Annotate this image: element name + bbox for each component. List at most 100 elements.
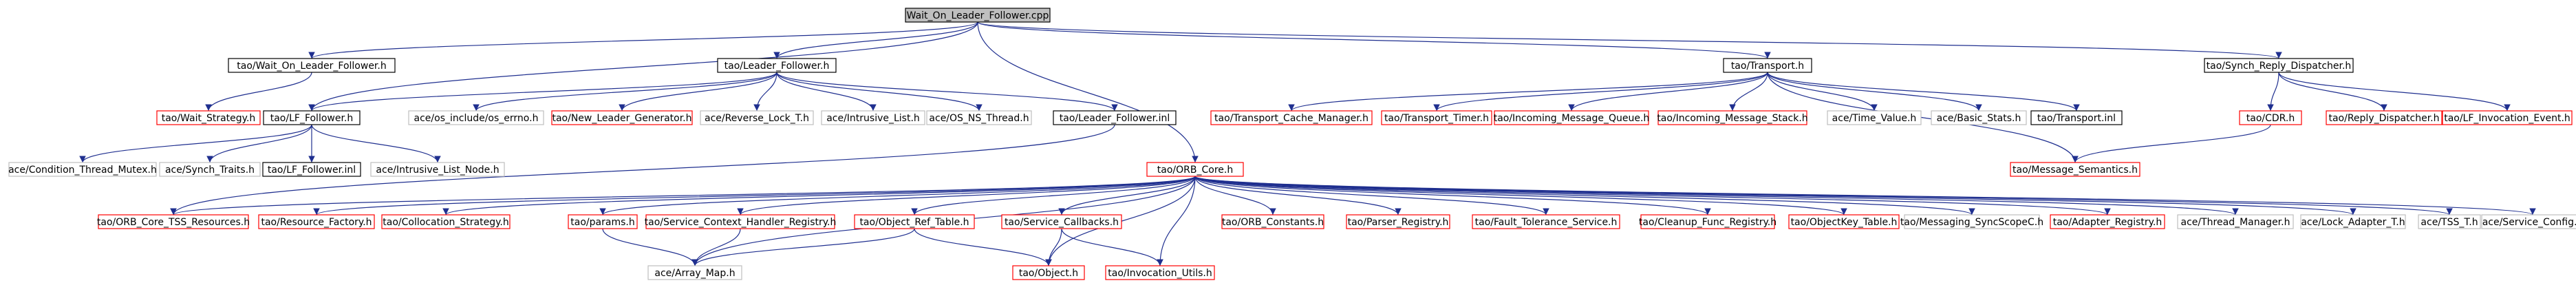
node-lf_invocation_event[interactable]: tao/LF_Invocation_Event.h <box>2442 110 2573 125</box>
edge-wolf_h-to-wait_strategy <box>205 72 312 112</box>
node-label: ace/Synch_Traits.h <box>165 165 255 176</box>
node-box <box>1640 214 1775 229</box>
edge-srd_h-to-lf_invocation_event <box>2278 72 2511 112</box>
node-label: tao/Incoming_Message_Queue.h <box>1494 113 1650 124</box>
edge-orb_core-to-resource_factory <box>313 176 1196 216</box>
node-box <box>156 110 261 125</box>
node-box <box>228 58 396 73</box>
node-transport_inl[interactable]: tao/Transport.inl <box>2030 110 2123 125</box>
edge-orb_core-to-orb_constants <box>1194 176 1276 216</box>
node-object_h[interactable]: tao/Object.h <box>1012 265 1085 280</box>
node-os_ns_thread[interactable]: ace/OS_NS_Thread.h <box>926 110 1032 125</box>
node-label: tao/LF_Follower.h <box>270 113 354 124</box>
node-synch_traits[interactable]: ace/Synch_Traits.h <box>159 162 261 177</box>
node-box <box>1472 214 1620 229</box>
node-objectkey_table[interactable]: tao/ObjectKey_Table.h <box>1788 214 1900 229</box>
node-wait_strategy[interactable]: tao/Wait_Strategy.h <box>156 110 261 125</box>
node-lf_inl[interactable]: tao/Leader_Follower.inl <box>1053 110 1177 125</box>
edge-transport_h-to-incoming_msg_stack <box>1729 72 1768 112</box>
node-lock_adapter[interactable]: ace/Lock_Adapter_T.h <box>2300 214 2406 229</box>
edge-orb_core-to-invocation_utils <box>1157 176 1196 266</box>
edge-root-to-srd_h <box>977 21 2282 59</box>
node-incoming_msg_queue[interactable]: tao/Incoming_Message_Queue.h <box>1494 110 1650 125</box>
node-lf_follower_inl[interactable]: tao/LF_Follower.inl <box>262 162 361 177</box>
node-lf_h[interactable]: tao/Leader_Follower.h <box>717 58 837 73</box>
node-fault_tolerance[interactable]: tao/Fault_Tolerance_Service.h <box>1472 214 1620 229</box>
node-label: tao/Transport_Cache_Manager.h <box>1214 113 1368 124</box>
node-label: tao/New_Leader_Generator.h <box>552 113 691 124</box>
node-parser_registry[interactable]: tao/Parser_Registry.h <box>1346 214 1450 229</box>
node-intrusive_list_node[interactable]: ace/Intrusive_List_Node.h <box>370 162 505 177</box>
node-box <box>1105 265 1215 280</box>
node-reverse_lock[interactable]: ace/Reverse_Lock_T.h <box>700 110 814 125</box>
node-params[interactable]: tao/params.h <box>568 214 638 229</box>
node-collocation_strategy[interactable]: tao/Collocation_Strategy.h <box>381 214 511 229</box>
node-box <box>1346 214 1450 229</box>
node-cleanup_func_reg[interactable]: tao/Cleanup_Func_Registry.h <box>1639 214 1777 229</box>
node-box <box>2300 214 2406 229</box>
node-tss_t[interactable]: ace/TSS_T.h <box>2418 214 2481 229</box>
node-box <box>381 214 511 229</box>
node-basic_stats[interactable]: ace/Basic_Stats.h <box>1931 110 2027 125</box>
node-reply_dispatcher[interactable]: tao/Reply_Dispatcher.h <box>2326 110 2443 125</box>
node-messaging_syncscope[interactable]: tao/Messaging_SyncScopeC.h <box>1900 214 2043 229</box>
node-label: ace/Condition_Thread_Mutex.h <box>8 165 157 176</box>
node-box <box>926 110 1032 125</box>
node-box <box>2442 110 2573 125</box>
node-label: tao/LF_Invocation_Event.h <box>2444 113 2570 124</box>
node-box <box>1146 162 1244 177</box>
node-orb_core_tss[interactable]: tao/ORB_Core_TSS_Resources.h <box>97 214 250 229</box>
edge-lf_follower_h-to-synch_traits <box>206 124 312 163</box>
node-svc_ctx_handler_reg[interactable]: tao/Service_Context_Handler_Registry.h <box>645 214 837 229</box>
node-orb_core[interactable]: tao/ORB_Core.h <box>1146 162 1244 177</box>
node-box <box>821 110 925 125</box>
node-box <box>2204 58 2354 73</box>
node-label: ace/Array_Map.h <box>654 268 735 279</box>
node-box <box>2326 110 2443 125</box>
node-adapter_registry[interactable]: tao/Adapter_Registry.h <box>2050 214 2165 229</box>
edge-orb_core-to-orb_core_tss <box>170 176 1196 216</box>
node-box <box>98 214 249 229</box>
node-label: ace/Service_Config.h <box>2482 217 2576 228</box>
node-time_value[interactable]: ace/Time_Value.h <box>1827 110 1922 125</box>
node-label: ace/Reverse_Lock_T.h <box>705 113 809 124</box>
node-box <box>1788 214 1900 229</box>
node-transport_h[interactable]: tao/Transport.h <box>1723 58 1812 73</box>
node-label: ace/Basic_Stats.h <box>1937 113 2021 124</box>
edge-root-to-orb_core <box>977 21 1199 163</box>
node-wolf_h[interactable]: tao/Wait_On_Leader_Follower.h <box>228 58 396 73</box>
node-resource_factory[interactable]: tao/Resource_Factory.h <box>258 214 375 229</box>
node-cond_thread_mutex[interactable]: ace/Condition_Thread_Mutex.h <box>8 162 157 177</box>
node-box <box>1381 110 1492 125</box>
node-box <box>1931 110 2027 125</box>
edge-lf_inl-to-orb_core_tss <box>170 124 1115 216</box>
node-lf_follower_h[interactable]: tao/LF_Follower.h <box>263 110 361 125</box>
node-cdr_h[interactable]: tao/CDR.h <box>2239 110 2302 125</box>
node-label: tao/Wait_On_Leader_Follower.h <box>237 61 386 72</box>
node-message_semantics[interactable]: tao/Message_Semantics.h <box>2010 162 2140 177</box>
node-service_callbacks[interactable]: tao/Service_Callbacks.h <box>1001 214 1122 229</box>
node-box <box>258 214 375 229</box>
node-new_leader_gen[interactable]: tao/New_Leader_Generator.h <box>551 110 693 125</box>
node-box <box>408 110 544 125</box>
edge-lf_h-to-reverse_lock <box>753 72 777 112</box>
node-os_errno[interactable]: ace/os_include/os_errno.h <box>408 110 544 125</box>
node-transport_timer[interactable]: tao/Transport_Timer.h <box>1381 110 1492 125</box>
edge-lf_h-to-new_leader_gen <box>619 72 777 112</box>
node-invocation_utils[interactable]: tao/Invocation_Utils.h <box>1105 265 1215 280</box>
node-box <box>2010 162 2140 177</box>
node-array_map[interactable]: ace/Array_Map.h <box>647 265 742 280</box>
edge-object_ref_table-to-array_map <box>691 228 915 266</box>
node-thread_manager[interactable]: ace/Thread_Manager.h <box>2177 214 2294 229</box>
edge-lf_h-to-os_ns_thread <box>776 72 983 112</box>
node-service_config[interactable]: ace/Service_Config.h <box>2481 214 2576 229</box>
node-incoming_msg_stack[interactable]: tao/Incoming_Message_Stack.h <box>1657 110 1808 125</box>
node-transport_cache_mgr[interactable]: tao/Transport_Cache_Manager.h <box>1210 110 1373 125</box>
node-object_ref_table[interactable]: tao/Object_Ref_Table.h <box>854 214 975 229</box>
node-box <box>1657 110 1807 125</box>
node-srd_h[interactable]: tao/Synch_Reply_Dispatcher.h <box>2204 58 2354 73</box>
node-root[interactable]: Wait_On_Leader_Follower.cpp <box>905 8 1051 23</box>
node-box <box>2030 110 2123 125</box>
node-intrusive_list[interactable]: ace/Intrusive_List.h <box>821 110 925 125</box>
node-orb_constants[interactable]: tao/ORB_Constants.h <box>1221 214 1324 229</box>
